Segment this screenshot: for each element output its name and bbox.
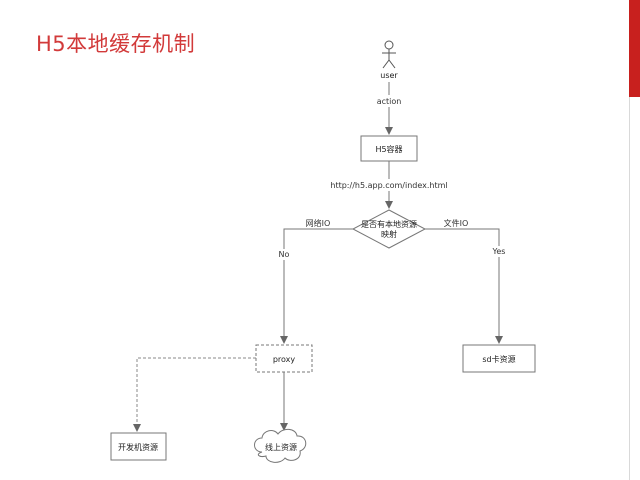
h5-container-label: H5容器 (375, 144, 402, 154)
network-io-label: 网络IO (306, 218, 331, 228)
url-label: http://h5.app.com/index.html (330, 181, 447, 190)
no-label: No (279, 250, 290, 259)
slide-title: H5本地缓存机制 (36, 32, 196, 56)
right-accent-bar (629, 0, 640, 97)
right-divider-line (629, 97, 630, 480)
sdcard-label: sd卡资源 (482, 354, 515, 364)
action-label: action (377, 97, 402, 106)
decision-label-line1: 是否有本地资源 (361, 219, 417, 229)
decision-diamond (351, 209, 427, 249)
user-label: user (380, 71, 398, 80)
file-io-label: 文件IO (444, 218, 469, 228)
edge-proxy-devmachine (133, 357, 256, 432)
edge-decision-proxy (280, 228, 353, 344)
online-label: 线上资源 (265, 442, 297, 452)
yes-label: Yes (492, 247, 506, 256)
online-cloud-node (254, 428, 307, 463)
proxy-label: proxy (273, 355, 296, 364)
devmachine-node (110, 432, 167, 461)
decision-label-line2: 映射 (381, 229, 397, 239)
sdcard-node (462, 344, 536, 373)
devmachine-label: 开发机资源 (118, 442, 158, 452)
edge-decision-sdcard (425, 228, 503, 344)
user-actor-icon (382, 40, 396, 69)
